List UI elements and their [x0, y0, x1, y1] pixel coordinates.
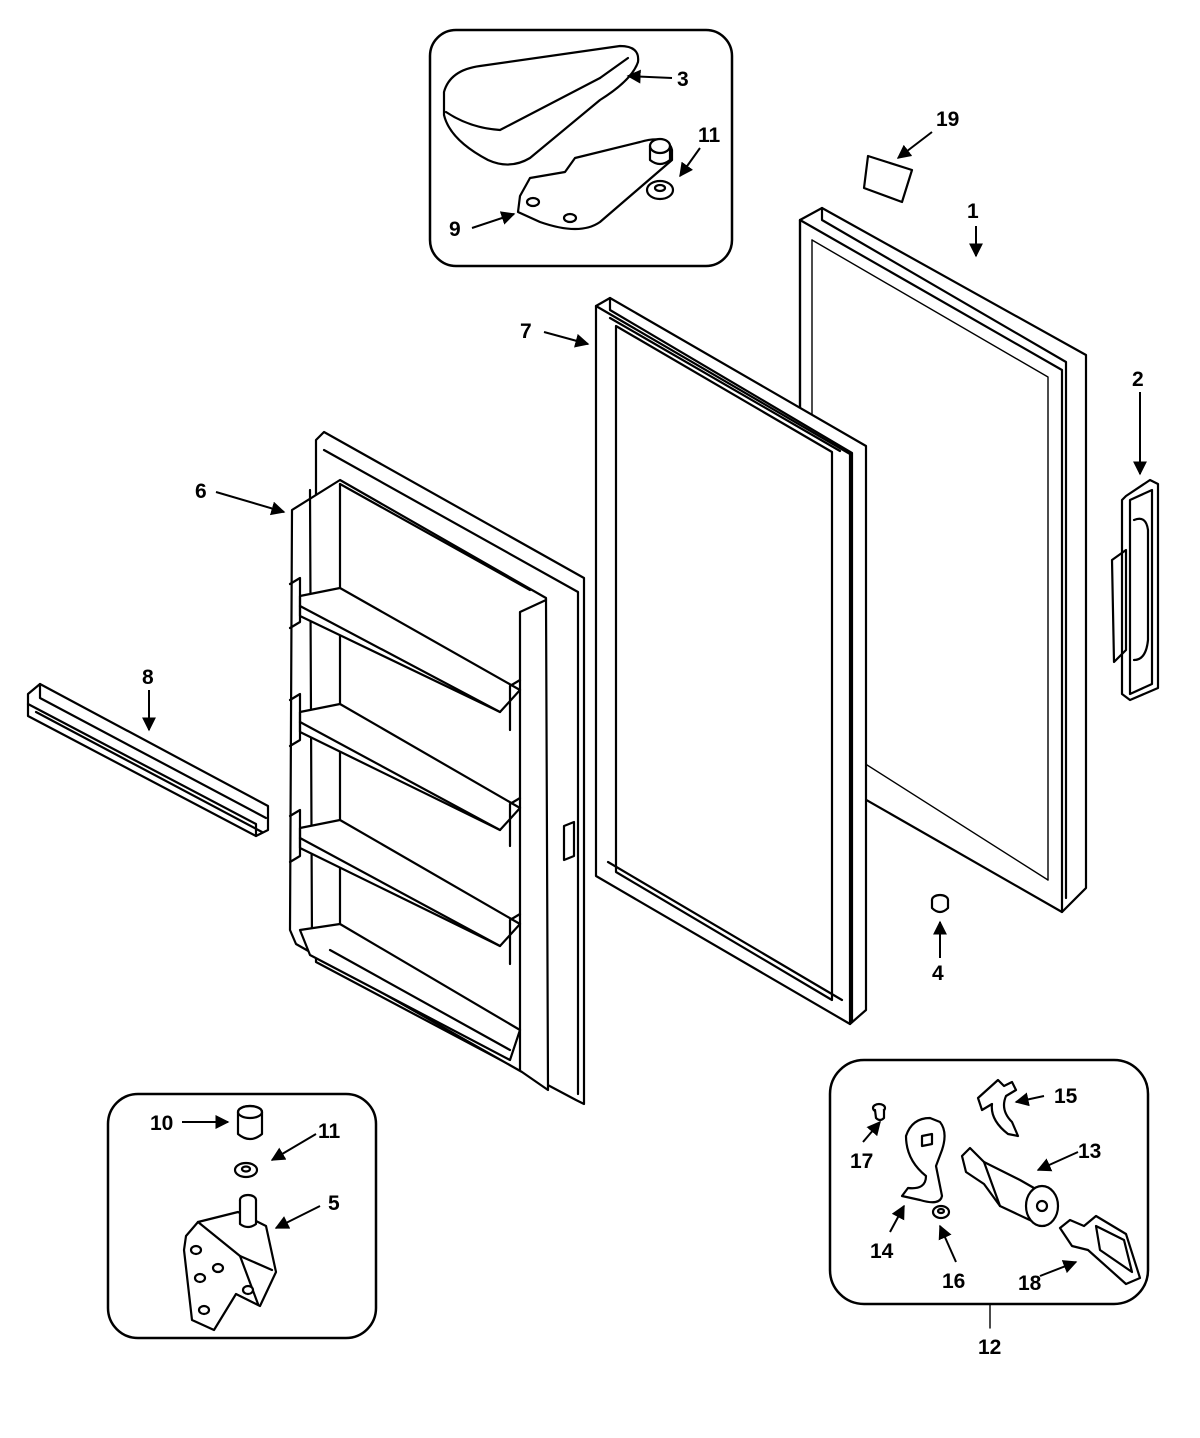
label-1: 1 — [967, 200, 979, 223]
label-10: 10 — [150, 1112, 173, 1135]
hinge-pin-part — [236, 1104, 264, 1141]
label-18: 18 — [1018, 1272, 1042, 1295]
label-11-bottom: 11 — [318, 1120, 341, 1143]
bottom-hinge-part — [182, 1193, 278, 1332]
hinge-cover-part — [442, 44, 640, 166]
lock-cam-part — [900, 1116, 946, 1204]
plug-part: 4 — [930, 893, 950, 985]
label-9: 9 — [449, 218, 461, 241]
label-13: 13 — [1078, 1140, 1101, 1163]
label-11-top: 11 — [698, 124, 721, 147]
lock-kit-inset: 15 13 17 14 16 18 12 — [828, 1058, 1150, 1359]
top-hinge-plate-part — [516, 137, 674, 231]
label-12: 12 — [978, 1336, 1001, 1359]
label-17: 17 — [850, 1150, 873, 1173]
decal-part: 19 — [862, 108, 959, 204]
bottom-washer-part — [233, 1161, 259, 1179]
label-15: 15 — [1054, 1085, 1078, 1108]
bottom-hinge-inset: 10 11 5 — [106, 1092, 378, 1340]
inner-door-liner-part: 6 — [195, 430, 586, 1106]
label-7: 7 — [520, 320, 532, 343]
lock-key-part — [1058, 1214, 1142, 1286]
door-gasket-part: 7 — [520, 296, 868, 1026]
label-14: 14 — [870, 1240, 894, 1263]
label-2: 2 — [1132, 368, 1144, 391]
lock-clip-part — [976, 1078, 1020, 1138]
label-6: 6 — [195, 480, 207, 503]
lock-washer-part — [931, 1204, 951, 1220]
lock-cylinder-part — [960, 1146, 1060, 1228]
label-16: 16 — [942, 1270, 965, 1293]
label-3: 3 — [677, 68, 689, 91]
label-19: 19 — [936, 108, 959, 131]
top-washer-part — [645, 179, 675, 201]
door-shelves — [298, 586, 522, 1062]
label-4: 4 — [932, 962, 944, 985]
top-hinge-inset: 3 11 9 — [428, 28, 734, 268]
door-handle-part: 2 — [1110, 368, 1160, 702]
label-8: 8 — [142, 666, 154, 689]
label-5: 5 — [328, 1192, 340, 1215]
breaker-strip-part: 8 — [26, 666, 270, 838]
screw-part — [871, 1102, 887, 1122]
